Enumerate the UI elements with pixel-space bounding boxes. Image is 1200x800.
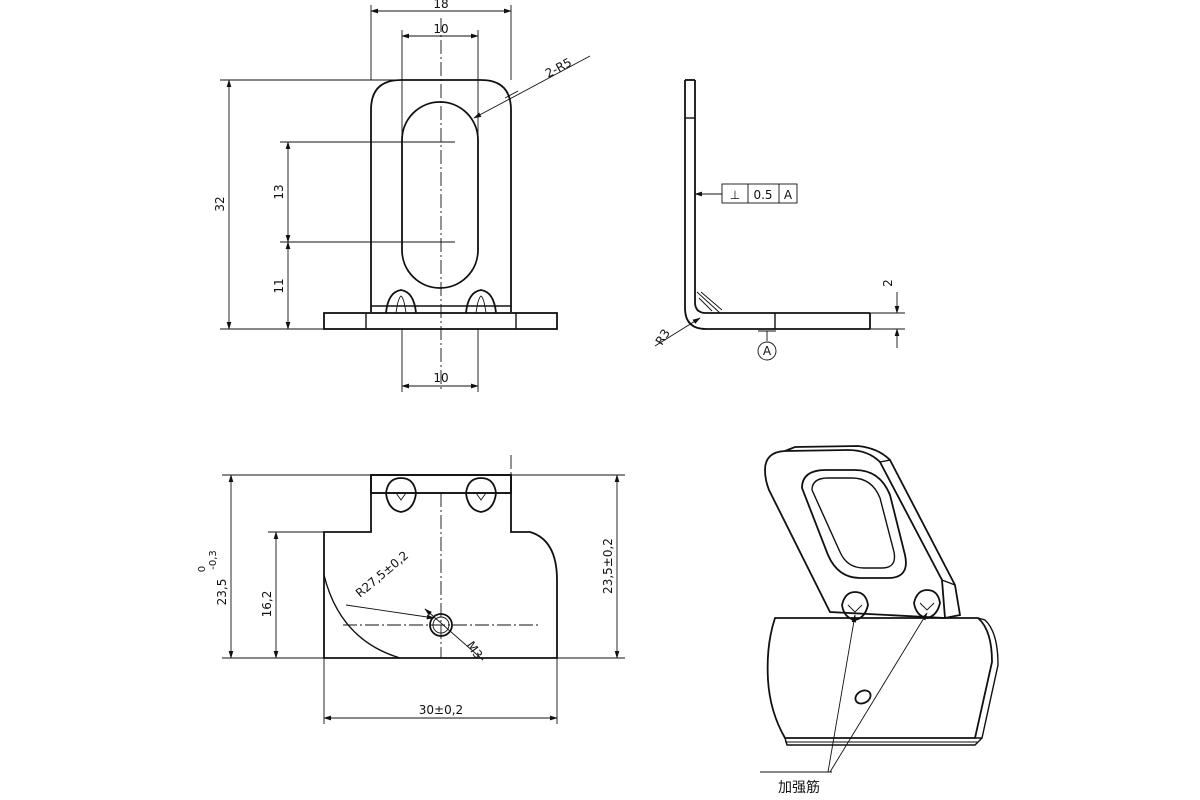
dim-height-tol-lower: -0,3 <box>208 550 219 570</box>
dim-thickness: 2 <box>881 279 895 287</box>
iso-slot <box>801 469 907 579</box>
datum-label: A <box>763 344 772 358</box>
radius-callout: 2-R5 <box>543 55 574 80</box>
base-flange <box>323 312 558 330</box>
radius-arc <box>323 574 401 659</box>
isometric-view: 加强筋 <box>760 445 999 796</box>
tolerance-value: 0.5 <box>753 188 772 202</box>
datum-ref: A <box>784 188 793 202</box>
dim-width-18: 18 <box>433 0 448 11</box>
side-view: ⊥ 0.5 A R3 A 2 <box>653 79 905 361</box>
dim-height-32: 32 <box>213 196 227 211</box>
iso-plate-front <box>764 449 946 619</box>
l-profile-inner <box>694 80 870 314</box>
dim-slot-offset: 11 <box>272 278 286 293</box>
dim-inner-height: 16,2 <box>260 591 274 618</box>
arc-radius-label: R27,5±0,2 <box>353 548 411 600</box>
slot-outline <box>401 101 479 289</box>
dim-slot-width: 10 <box>433 22 448 36</box>
l-profile-outer <box>684 80 870 330</box>
top-rib-right <box>465 477 497 513</box>
front-view: 18 10 2-R5 32 13 11 10 <box>213 0 591 392</box>
top-view: R27,5±0,2 M3 23,5 0 -0,3 16,2 23,5±0,2 3… <box>197 455 625 724</box>
base-outline <box>323 474 558 659</box>
dim-slot-length: 13 <box>272 184 286 199</box>
dim-height-tol-upper: 0 <box>197 566 208 572</box>
iso-hole <box>854 689 872 705</box>
rib-label: 加强筋 <box>778 779 820 796</box>
iso-base <box>766 617 993 739</box>
dim-width-30: 30±0,2 <box>419 703 463 717</box>
dim-bottom-width: 10 <box>433 371 448 385</box>
rib-right <box>465 289 497 314</box>
dim-height-right: 23,5±0,2 <box>601 538 615 594</box>
rib-left <box>385 289 417 314</box>
bend-radius: R3 <box>653 327 673 348</box>
top-rib-left <box>385 477 417 513</box>
perpendicularity-symbol: ⊥ <box>730 188 740 202</box>
dim-height-main: 23,5 <box>215 579 229 606</box>
